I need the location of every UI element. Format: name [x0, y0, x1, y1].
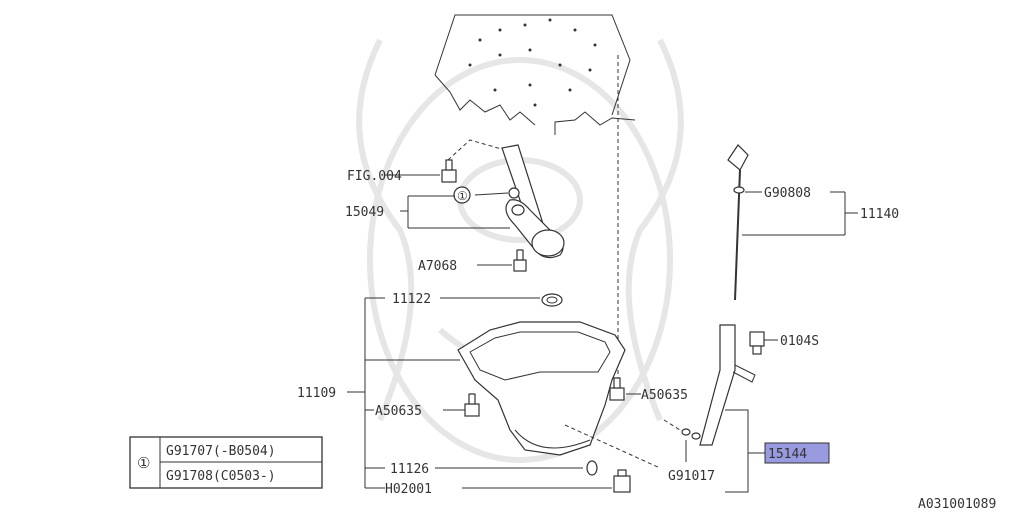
label-g90808: G90808 [764, 186, 811, 201]
legend-box [129, 436, 323, 489]
engine-block-holes [468, 18, 597, 107]
label-15049: 15049 [345, 205, 384, 220]
dashline-guide [663, 419, 681, 431]
oil-level-gauge [727, 144, 749, 301]
bolt-a7068 [513, 249, 527, 272]
label-a50635-left: A50635 [375, 404, 422, 419]
label-15144: 15144 [768, 447, 807, 462]
legend-marker: ① [137, 454, 150, 472]
leader-circle-ref [474, 192, 509, 196]
circle-ref-marker [453, 186, 471, 204]
dashline-g91017 [564, 424, 661, 469]
legend-row-2: G91708(C0503-) [166, 469, 276, 484]
label-circle-ref: ① [457, 189, 468, 203]
oring-11122 [541, 293, 563, 307]
label-11122: 11122 [392, 292, 431, 307]
bracket-11140 [742, 191, 858, 236]
bracket-15144 [725, 409, 765, 493]
diagram-id: A031001089 [918, 497, 996, 512]
oil-pan [457, 321, 626, 456]
drain-plug-h02001 [613, 469, 631, 493]
bolt-0104s [749, 331, 765, 355]
label-11109: 11109 [297, 386, 336, 401]
label-fig004: FIG.004 [347, 169, 402, 184]
oil-strainer [501, 144, 565, 259]
bolt-fig004 [441, 159, 457, 183]
label-a7068: A7068 [418, 259, 457, 274]
dashline-fig004 [447, 139, 506, 161]
bolt-a50635-left [464, 393, 480, 417]
label-11140: 11140 [860, 207, 899, 222]
bolt-a50635-right [609, 377, 625, 401]
engine-block [434, 14, 636, 135]
label-h02001: H02001 [385, 482, 432, 497]
oring-g90808 [733, 186, 745, 194]
label-11126: 11126 [390, 462, 429, 477]
label-a50635-right: A50635 [641, 388, 688, 403]
bracket-11109 [347, 297, 460, 489]
highlight-15144 [764, 442, 830, 464]
bracket-15049 [400, 195, 510, 229]
gasket-11126 [586, 460, 598, 476]
legend-row-1: G91707(-B0504) [166, 444, 276, 459]
oring-15049 [508, 187, 520, 199]
label-0104s: 0104S [780, 334, 819, 349]
gauge-guide [699, 324, 756, 446]
label-g91017: G91017 [668, 469, 715, 484]
oring-g91017 [681, 428, 701, 440]
